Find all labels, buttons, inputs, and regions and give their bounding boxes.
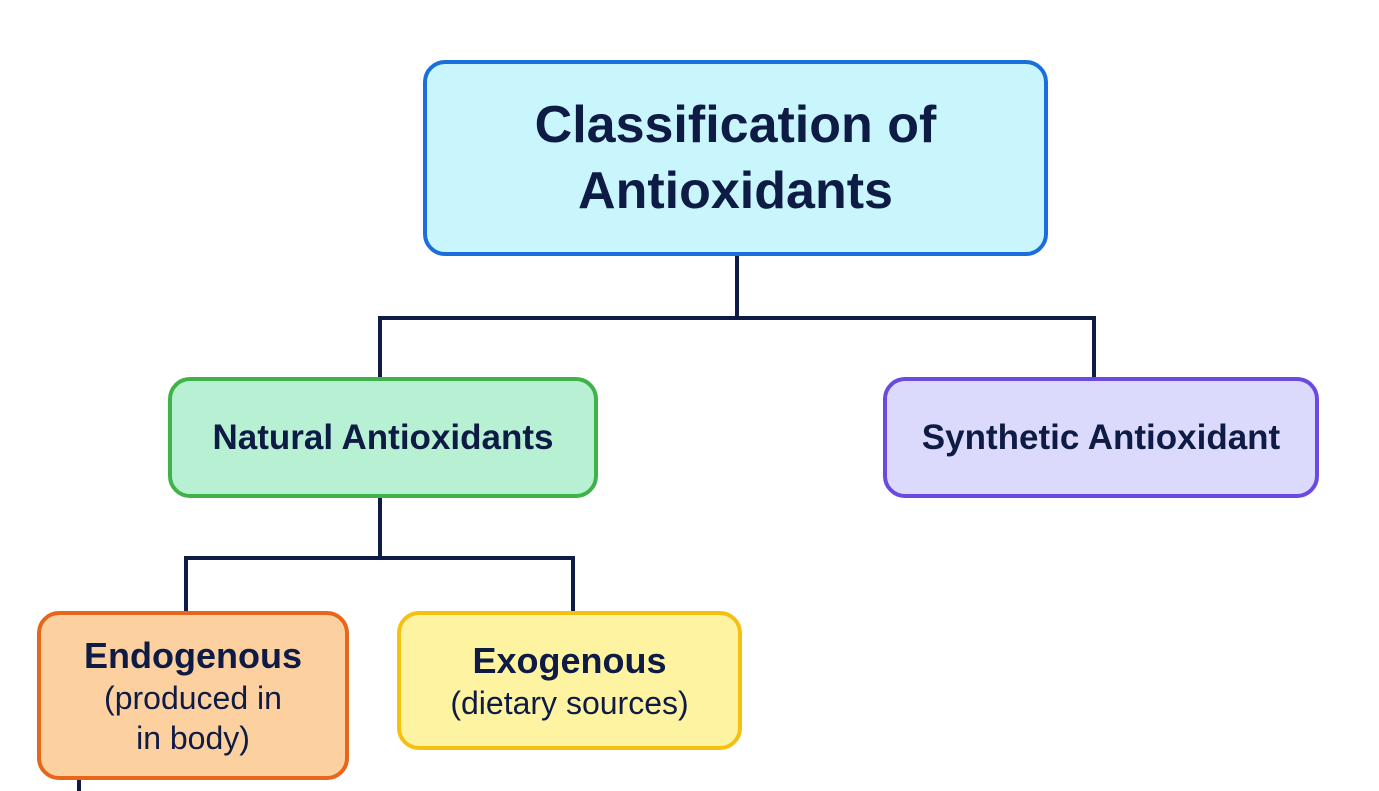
connector-to-endogenous [184,556,188,612]
natural-label: Natural Antioxidants [212,417,554,457]
connector-natural-down [378,497,382,560]
exogenous-subtitle: (dietary sources) [450,684,689,721]
connector-to-synthetic [1092,316,1096,378]
synthetic-label: Synthetic Antioxidant [921,417,1281,457]
connector-root-horizontal [378,316,1096,320]
root-node: Classification of Antioxidants [423,60,1048,256]
endogenous-subtitle-line2: in body) [136,719,250,756]
root-title-line1: Classification of [534,96,937,154]
connector-to-exogenous [571,556,575,612]
endogenous-node: Endogenous (produced in in body) [37,611,349,780]
exogenous-title: Exogenous [472,639,667,681]
connector-root-down [735,255,739,320]
exogenous-node: Exogenous (dietary sources) [397,611,742,750]
natural-antioxidants-node: Natural Antioxidants [168,377,598,498]
connector-natural-horizontal [184,556,575,560]
endogenous-subtitle-line1: (produced in [104,679,282,716]
endogenous-title: Endogenous [84,634,302,676]
root-title-line2: Antioxidants [578,162,893,220]
connector-to-natural [378,316,382,378]
connector-endogenous-down [77,779,81,791]
synthetic-antioxidant-node: Synthetic Antioxidant [883,377,1319,498]
